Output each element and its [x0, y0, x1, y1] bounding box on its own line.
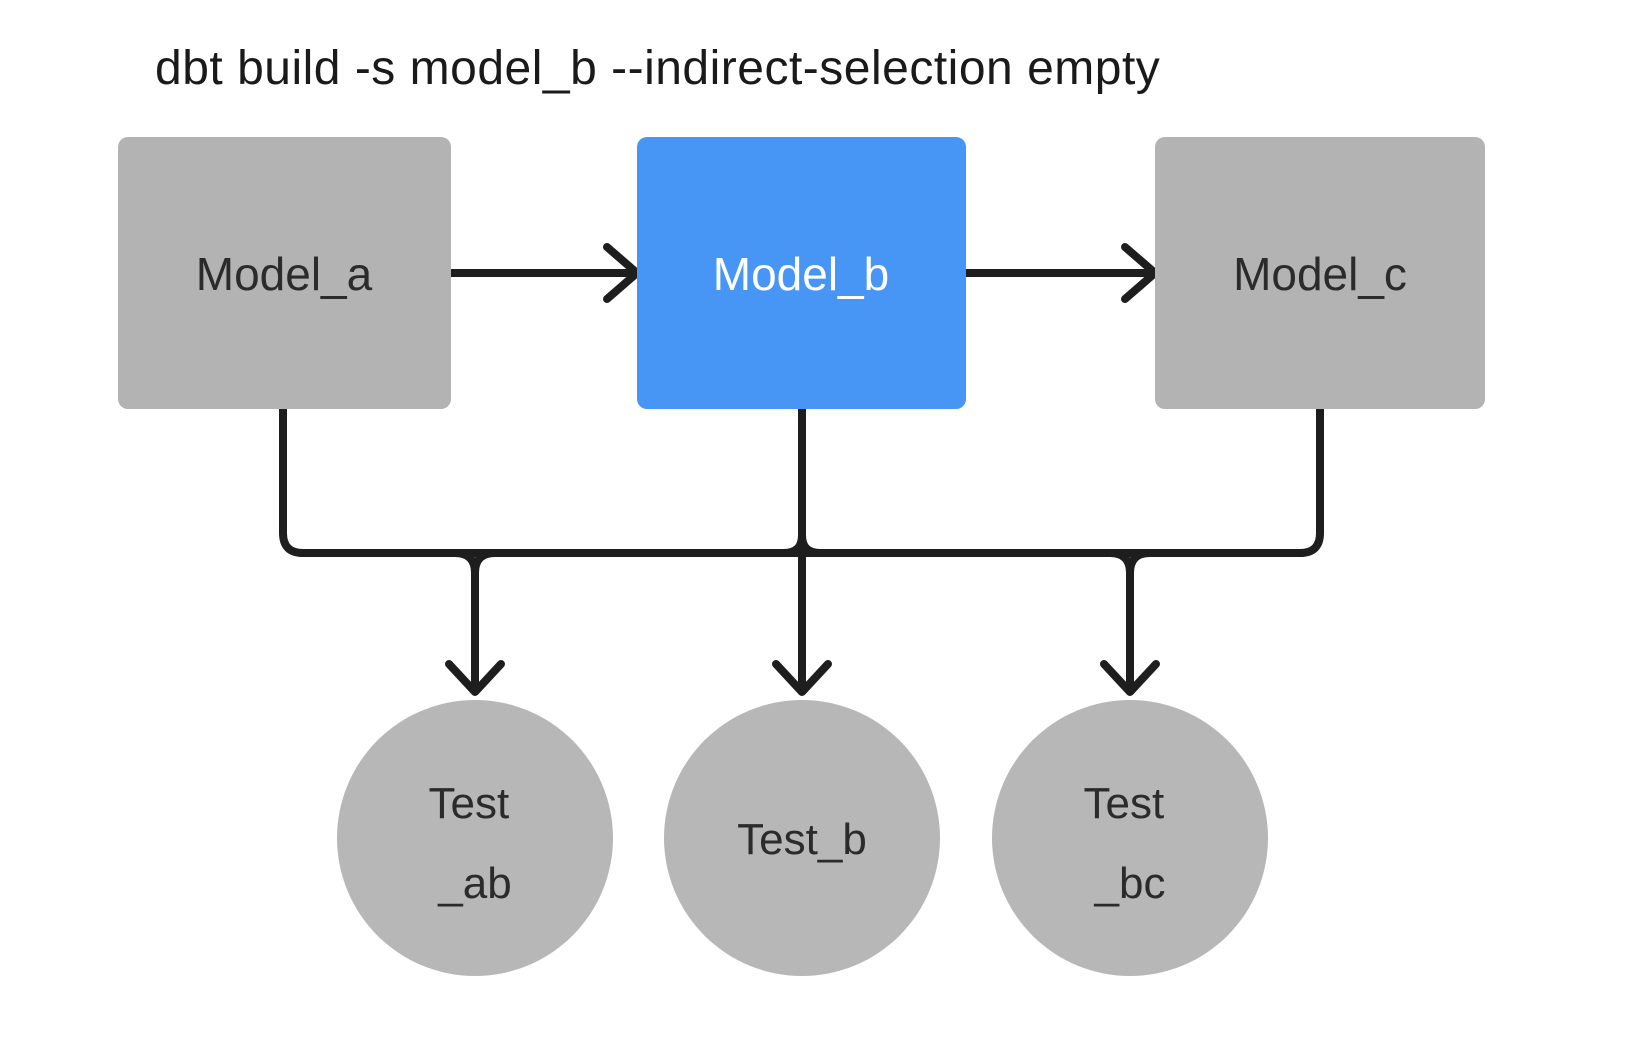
node-model-b-selected: Model_b [637, 137, 966, 409]
node-test-bc-label-line2: _bc [1094, 859, 1166, 908]
node-test-bc-circle [992, 700, 1268, 976]
node-model-c-box [1155, 137, 1485, 409]
edge-model-b-to-test-b [772, 405, 832, 696]
node-model-b-box [637, 137, 966, 409]
node-test-b-label: Test_b [737, 815, 867, 864]
node-test-bc-label-line1: Test [1084, 779, 1165, 828]
node-model-b-label-text: Model_b [713, 248, 889, 300]
diagram-title: dbt build -s model_b --indirect-selectio… [155, 42, 1160, 95]
edge-bus-to-test-ab [445, 549, 505, 696]
node-test-ab-circle [337, 700, 613, 976]
node-model-a-label-text: Model_a [196, 248, 373, 300]
node-test-b-label-line1: Test_b [737, 815, 867, 864]
edge-model-c-to-tests-bus [798, 405, 1324, 557]
node-model-b-label: Model_b [713, 248, 889, 300]
node-test-ab-label: Test _ab [429, 779, 522, 908]
node-model-a-box [118, 137, 451, 409]
diagram-title-text: dbt build -s model_b --indirect-selectio… [155, 42, 1160, 95]
node-test-b-circle [664, 700, 940, 976]
edge-model-a-to-tests-bus [279, 405, 806, 557]
node-test-bc: Test _bc [992, 700, 1268, 976]
node-test-ab-label-line1: Test [429, 779, 510, 828]
node-test-b: Test_b [664, 700, 940, 976]
node-model-c: Model_c [1155, 137, 1485, 409]
node-model-c-label-text: Model_c [1233, 248, 1407, 300]
node-test-bc-label: Test _bc [1084, 779, 1177, 908]
node-test-ab: Test _ab [337, 700, 613, 976]
node-model-c-label: Model_c [1233, 248, 1407, 300]
edge-bus-to-test-bc [1100, 549, 1160, 696]
node-model-a: Model_a [118, 137, 451, 409]
node-model-a-label: Model_a [196, 248, 373, 300]
node-test-ab-label-line2: _ab [437, 859, 511, 908]
